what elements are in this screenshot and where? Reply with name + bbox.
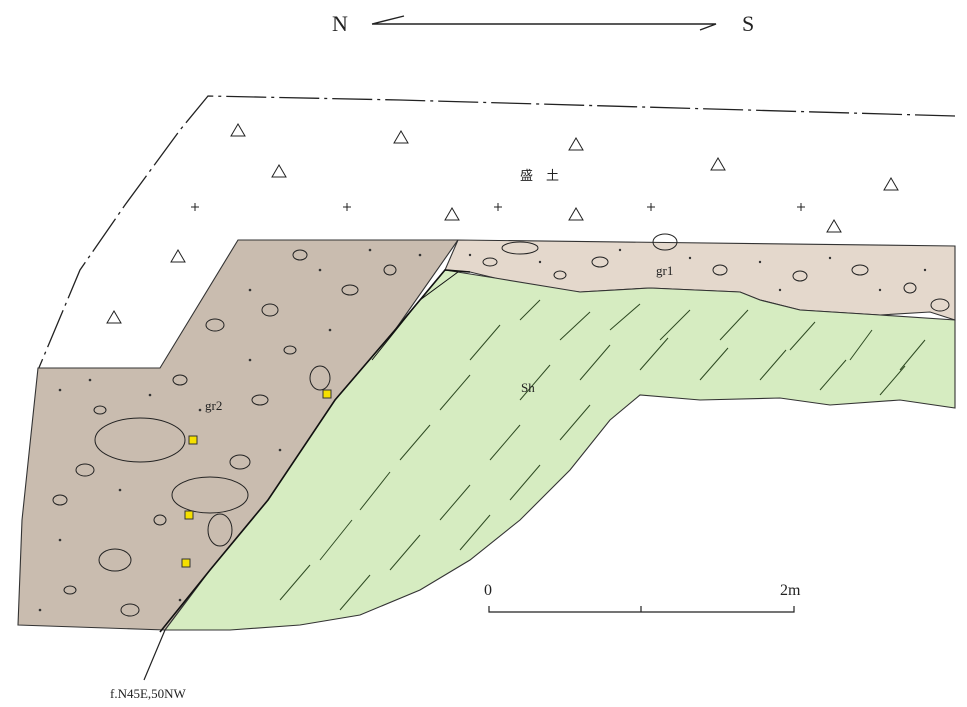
gr2-clasts [52,249,397,617]
sample-marker [322,389,332,399]
fill-symbols [106,123,899,324]
sh-label: Sh [521,380,535,395]
shale-foliation [279,299,926,611]
sample-marker [188,435,198,445]
fault-splay [371,271,459,361]
shale-sh-layer [163,269,956,631]
gr1-clasts [482,233,950,312]
gr1-label: gr1 [656,263,673,278]
sample-markers [181,389,332,568]
north-label: N [332,11,348,36]
fault-leader-line [143,629,166,681]
gr2-label: gr2 [205,398,222,413]
orientation-indicator: N S [332,11,754,36]
sample-marker [181,558,191,568]
fill-label: 盛 土 [520,168,559,183]
fault-trace [159,269,471,633]
scale-bar: 0 2m [484,582,801,613]
fault-label: f.N45E,50NW [110,686,187,701]
gr1-grains [468,248,927,292]
gr2-grains [38,248,422,612]
scale-end-label: 2m [780,582,801,599]
sample-marker [184,510,194,520]
scale-start-label: 0 [484,582,492,599]
south-label: S [742,11,754,36]
fill-boundary [37,95,956,371]
orientation-arrow [371,15,717,31]
